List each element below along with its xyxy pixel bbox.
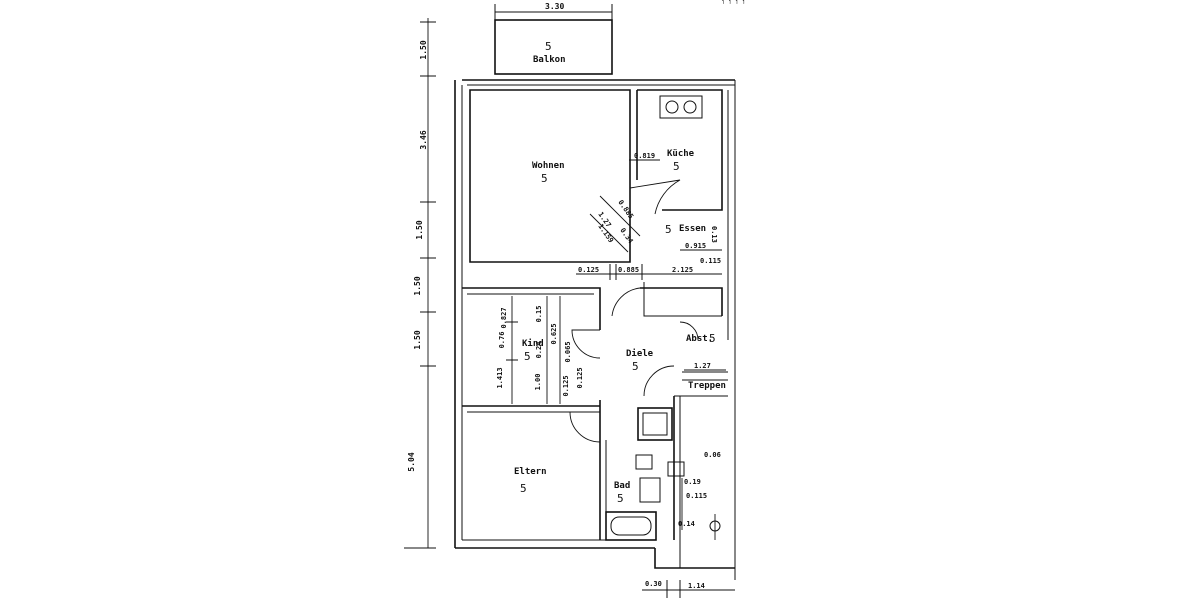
dim-treppen-w: 1.27 bbox=[694, 362, 711, 370]
dim-door-d: 0.34 bbox=[618, 227, 634, 245]
room-treppen-name: Treppen bbox=[688, 381, 726, 391]
dim-door-c: 1.159 bbox=[596, 223, 615, 245]
room-balkon-number: 5 bbox=[545, 40, 552, 53]
room-bad-name: Bad bbox=[614, 481, 630, 491]
room-kind: Kind 5 0.827 0.15 0.625 0.76 0.24 0.065 … bbox=[496, 296, 601, 404]
dim-left-balkon: 1.50 bbox=[419, 40, 428, 59]
dim-row-a: 0.125 bbox=[578, 266, 599, 274]
top-dimension: 3.30 ו ו ו ו bbox=[494, 0, 745, 20]
room-balkon-name: Balkon bbox=[533, 55, 566, 65]
dim-kind-8: 1.00 bbox=[534, 374, 542, 391]
room-wohnen: Wohnen 5 1.27 0.885 1.159 0.34 bbox=[469, 89, 681, 263]
dim-bad-4: 0.14 bbox=[678, 520, 695, 528]
dim-row-b: 0.885 bbox=[618, 266, 639, 274]
room-abst: Abst. 5 bbox=[679, 321, 716, 345]
room-kueche: Küche 5 0.819 bbox=[629, 89, 723, 211]
room-essen-name: Essen bbox=[679, 224, 706, 234]
row-dimension: 0.125 0.885 2.125 bbox=[576, 264, 722, 280]
dim-left-1: 1.50 bbox=[415, 220, 424, 239]
dim-left-2: 1.50 bbox=[413, 276, 422, 295]
room-eltern: Eltern 5 bbox=[514, 467, 547, 495]
room-abst-name: Abst. bbox=[686, 334, 713, 344]
dim-kind-4: 0.76 bbox=[498, 332, 506, 349]
dim-door-a: 0.885 bbox=[616, 199, 635, 221]
inner-walls bbox=[462, 282, 728, 568]
dim-kind-2: 0.15 bbox=[535, 306, 543, 323]
room-bad-number: 5 bbox=[617, 492, 624, 505]
room-bad: Bad 5 0.06 0.19 0.115 0.14 bbox=[605, 407, 721, 541]
dim-row-c: 2.125 bbox=[672, 266, 693, 274]
room-essen-number: 5 bbox=[665, 223, 672, 236]
room-kueche-number: 5 bbox=[673, 160, 680, 173]
dim-left-eltern: 5.04 bbox=[407, 452, 416, 471]
dim-bad-3: 0.115 bbox=[686, 492, 707, 500]
room-treppen: 1.27 Treppen bbox=[684, 362, 726, 391]
room-diele-name: Diele bbox=[626, 348, 654, 359]
room-wohnen-number: 5 bbox=[541, 172, 548, 185]
room-diele: Diele 5 bbox=[569, 287, 675, 443]
room-wohnen-name: Wohnen bbox=[532, 161, 565, 171]
dim-kind-5: 0.24 bbox=[535, 342, 543, 359]
dim-bottom-2: 1.14 bbox=[688, 582, 705, 590]
dim-bottom-1: 0.30 bbox=[645, 580, 662, 588]
room-diele-number: 5 bbox=[632, 360, 639, 373]
dim-kind-6: 0.065 bbox=[564, 341, 572, 362]
dim-bad-2: 0.19 bbox=[684, 478, 701, 486]
dim-kind-7: 1.413 bbox=[496, 367, 504, 388]
dim-essen-k: 0.13 bbox=[710, 226, 718, 243]
room-eltern-name: Eltern bbox=[514, 467, 547, 477]
bottom-dimension: 0.30 1.14 bbox=[642, 580, 735, 598]
room-abst-number: 5 bbox=[709, 332, 716, 345]
dim-essen-2: 0.115 bbox=[700, 257, 721, 265]
dim-bad-1: 0.06 bbox=[704, 451, 721, 459]
room-essen: 5 Essen 0.915 0.115 0.13 bbox=[665, 223, 722, 265]
dim-kind-3: 0.625 bbox=[550, 323, 558, 344]
dim-left-3: 1.50 bbox=[413, 330, 422, 349]
dim-left-wohnen: 3.46 bbox=[419, 130, 428, 149]
cut-mark: ו ו ו ו bbox=[722, 0, 745, 6]
dim-kind-9: 0.125 bbox=[562, 375, 570, 396]
left-dimension-chain: 1.50 3.46 1.50 1.50 1.50 5.04 bbox=[404, 18, 436, 549]
room-kueche-name: Küche bbox=[667, 149, 695, 159]
dim-kind-10: 0.125 bbox=[576, 367, 584, 388]
outer-walls bbox=[454, 79, 736, 580]
room-kind-name: Kind bbox=[522, 338, 544, 349]
room-kind-number: 5 bbox=[524, 350, 531, 363]
room-eltern-number: 5 bbox=[520, 482, 527, 495]
dim-essen-1: 0.915 bbox=[685, 242, 706, 250]
dim-kind-1: 0.827 bbox=[500, 307, 508, 328]
dim-kueche-door: 0.819 bbox=[634, 152, 655, 160]
dim-top-width: 3.30 bbox=[545, 2, 564, 11]
room-balkon: 5 Balkon bbox=[494, 19, 613, 75]
